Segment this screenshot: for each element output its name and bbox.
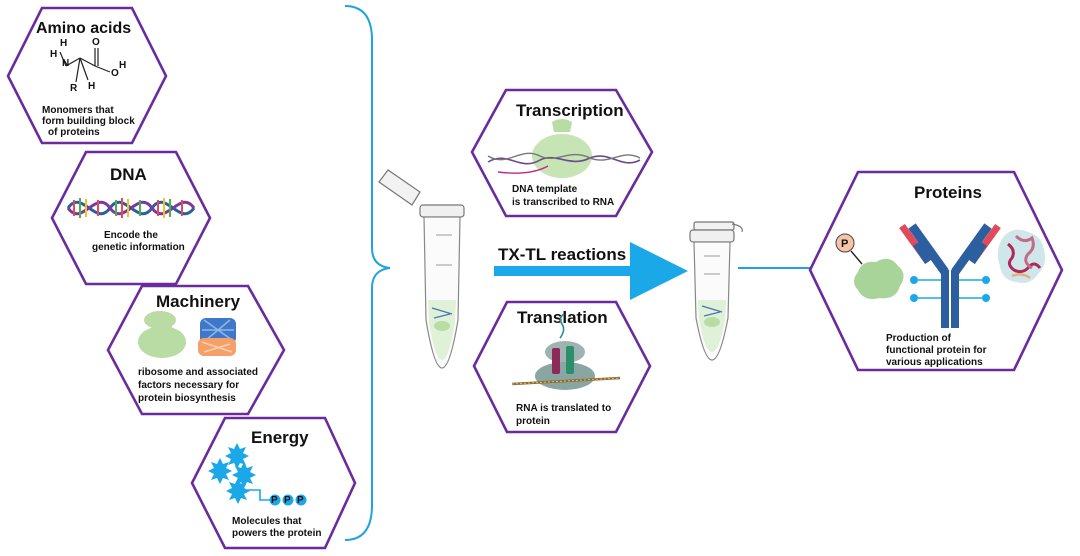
proteins-desc-2: functional protein for	[886, 345, 987, 356]
hex-dna: DNA Encode the genetic information	[50, 150, 212, 286]
proteins-desc-3: various applications	[886, 357, 983, 368]
reaction-tube-open-icon	[378, 169, 465, 369]
hex-amino-acids: Amino acids H H N O O H R H Monomers tha…	[6, 6, 168, 145]
amino-acids-desc-1: Monomers that	[42, 105, 114, 116]
phospho-label: P	[841, 238, 848, 250]
machinery-desc-3: protein biosynthesis	[138, 393, 236, 404]
hex-dna-border	[50, 150, 212, 286]
phosphate-label-2: P	[284, 495, 291, 506]
proteins-desc-1: Production of	[886, 333, 952, 344]
transcription-complex-icon	[487, 119, 641, 178]
grouping-brace	[344, 5, 391, 541]
hex-proteins: Proteins P	[808, 170, 1064, 372]
translation-ribosome-icon	[511, 313, 621, 390]
dna-title: DNA	[110, 165, 147, 184]
phosphorylated-protein-icon	[835, 233, 904, 299]
energy-title: Energy	[251, 428, 309, 447]
atom-h2: H	[50, 49, 57, 60]
hex-energy: Energy P P P Molecules that powers the p…	[190, 416, 357, 550]
dna-helix-icon	[66, 198, 196, 218]
energy-desc-2: powers the protein	[232, 528, 321, 539]
phosphate-label-1: P	[271, 495, 278, 506]
protein-factor-icon	[198, 318, 236, 356]
translation-title: Translation	[517, 308, 608, 327]
atom-n: N	[62, 58, 69, 69]
amino-acids-desc-2: form building block	[42, 116, 135, 127]
atom-h1: H	[60, 38, 67, 49]
atom-o1: O	[92, 37, 100, 48]
translation-desc-1: RNA is translated to	[516, 403, 611, 414]
dna-desc-2: genetic information	[92, 242, 185, 253]
hex-transcription: Transcription DNA template is transcribe…	[470, 88, 654, 218]
atom-h3: H	[119, 60, 126, 71]
hex-proteins-border	[808, 170, 1064, 372]
transcription-desc-1: DNA template	[512, 184, 578, 195]
energy-desc-1: Molecules that	[232, 516, 302, 527]
amino-acids-title: Amino acids	[36, 20, 131, 37]
amino-acids-desc-3: of proteins	[48, 127, 100, 138]
tx-tl-arrow: TX-TL reactions	[494, 242, 688, 300]
atom-h4: H	[88, 81, 95, 92]
phosphate-label-3: P	[297, 495, 304, 506]
tx-tl-label: TX-TL reactions	[498, 245, 626, 264]
energy-molecule-icon	[208, 443, 307, 506]
atom-r: R	[70, 83, 78, 94]
machinery-title: Machinery	[156, 292, 241, 311]
transcription-desc-2: is transcribed to RNA	[512, 197, 614, 208]
dna-desc-1: Encode the	[104, 230, 158, 241]
translation-desc-2: protein	[516, 416, 550, 427]
machinery-desc-1: ribosome and associated	[138, 367, 258, 378]
hex-machinery: Machinery ribosome and associated factor…	[106, 284, 286, 416]
amino-acid-structure-icon	[59, 48, 111, 83]
proteins-title: Proteins	[914, 183, 982, 202]
machinery-desc-2: factors necessary for	[138, 380, 239, 391]
reaction-tube-closed-icon	[689, 221, 743, 361]
antibody-icon	[899, 223, 1001, 328]
hex-translation: Translation RNA is translated to protein	[472, 300, 652, 434]
atom-o2: O	[111, 68, 119, 79]
transcription-title: Transcription	[516, 101, 624, 120]
ribosome-icon	[138, 311, 186, 358]
protein-structure-icon	[997, 229, 1046, 283]
